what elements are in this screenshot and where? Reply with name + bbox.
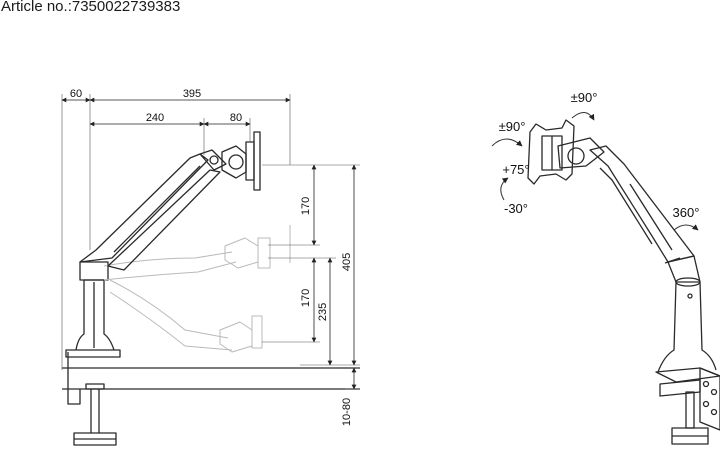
- arm-raised: [79, 131, 261, 271]
- side-view: 60 395 240 80 170 170 235 405 10-80: [61, 88, 360, 446]
- dim-10-80-label: 10-80: [341, 398, 353, 426]
- dim-60-label: 60: [70, 88, 82, 100]
- article-label: Article no.:: [1, 0, 72, 15]
- perspective-view: ±90° ±90° +75° -30° 360°: [491, 90, 720, 445]
- dim-240-label: 240: [146, 112, 164, 124]
- perspective-pole: [657, 255, 717, 373]
- dim-170-upper-label: 170: [300, 197, 312, 215]
- mount-pole: [75, 261, 115, 351]
- dimension-lines: [61, 94, 360, 390]
- rotate-angle-label: ±90°: [571, 90, 598, 105]
- arm-ghost-low: [109, 279, 263, 353]
- swivel-angle-label: ±90°: [499, 119, 526, 134]
- desk-clamp: [65, 349, 121, 446]
- tilt-down-angle-label: -30°: [504, 201, 528, 216]
- arm-rotation-arrow-icon: [673, 224, 699, 231]
- rotation-arrows: [491, 112, 699, 231]
- perspective-head: [527, 119, 605, 185]
- dim-235-label: 235: [317, 303, 329, 321]
- perspective-clamp: [655, 367, 720, 445]
- tilt-up-angle-label: +75°: [502, 162, 529, 177]
- rotate-arrow-icon: [571, 112, 595, 121]
- article-number: 7350022739383: [71, 0, 181, 15]
- dim-395-label: 395: [183, 88, 201, 100]
- dim-170-lower-label: 170: [300, 289, 312, 307]
- arm-ghost-middle: [103, 225, 291, 281]
- perspective-arm: [589, 145, 695, 264]
- arm-rotation-angle-label: 360°: [673, 205, 700, 220]
- dim-80-label: 80: [230, 112, 242, 124]
- dim-405-label: 405: [341, 253, 353, 271]
- tilt-arrow-icon: [500, 177, 509, 201]
- desk-top: [62, 367, 360, 390]
- article-number-label: Article no.:7350022739383: [1, 0, 180, 15]
- swivel-arrow-icon: [491, 138, 523, 147]
